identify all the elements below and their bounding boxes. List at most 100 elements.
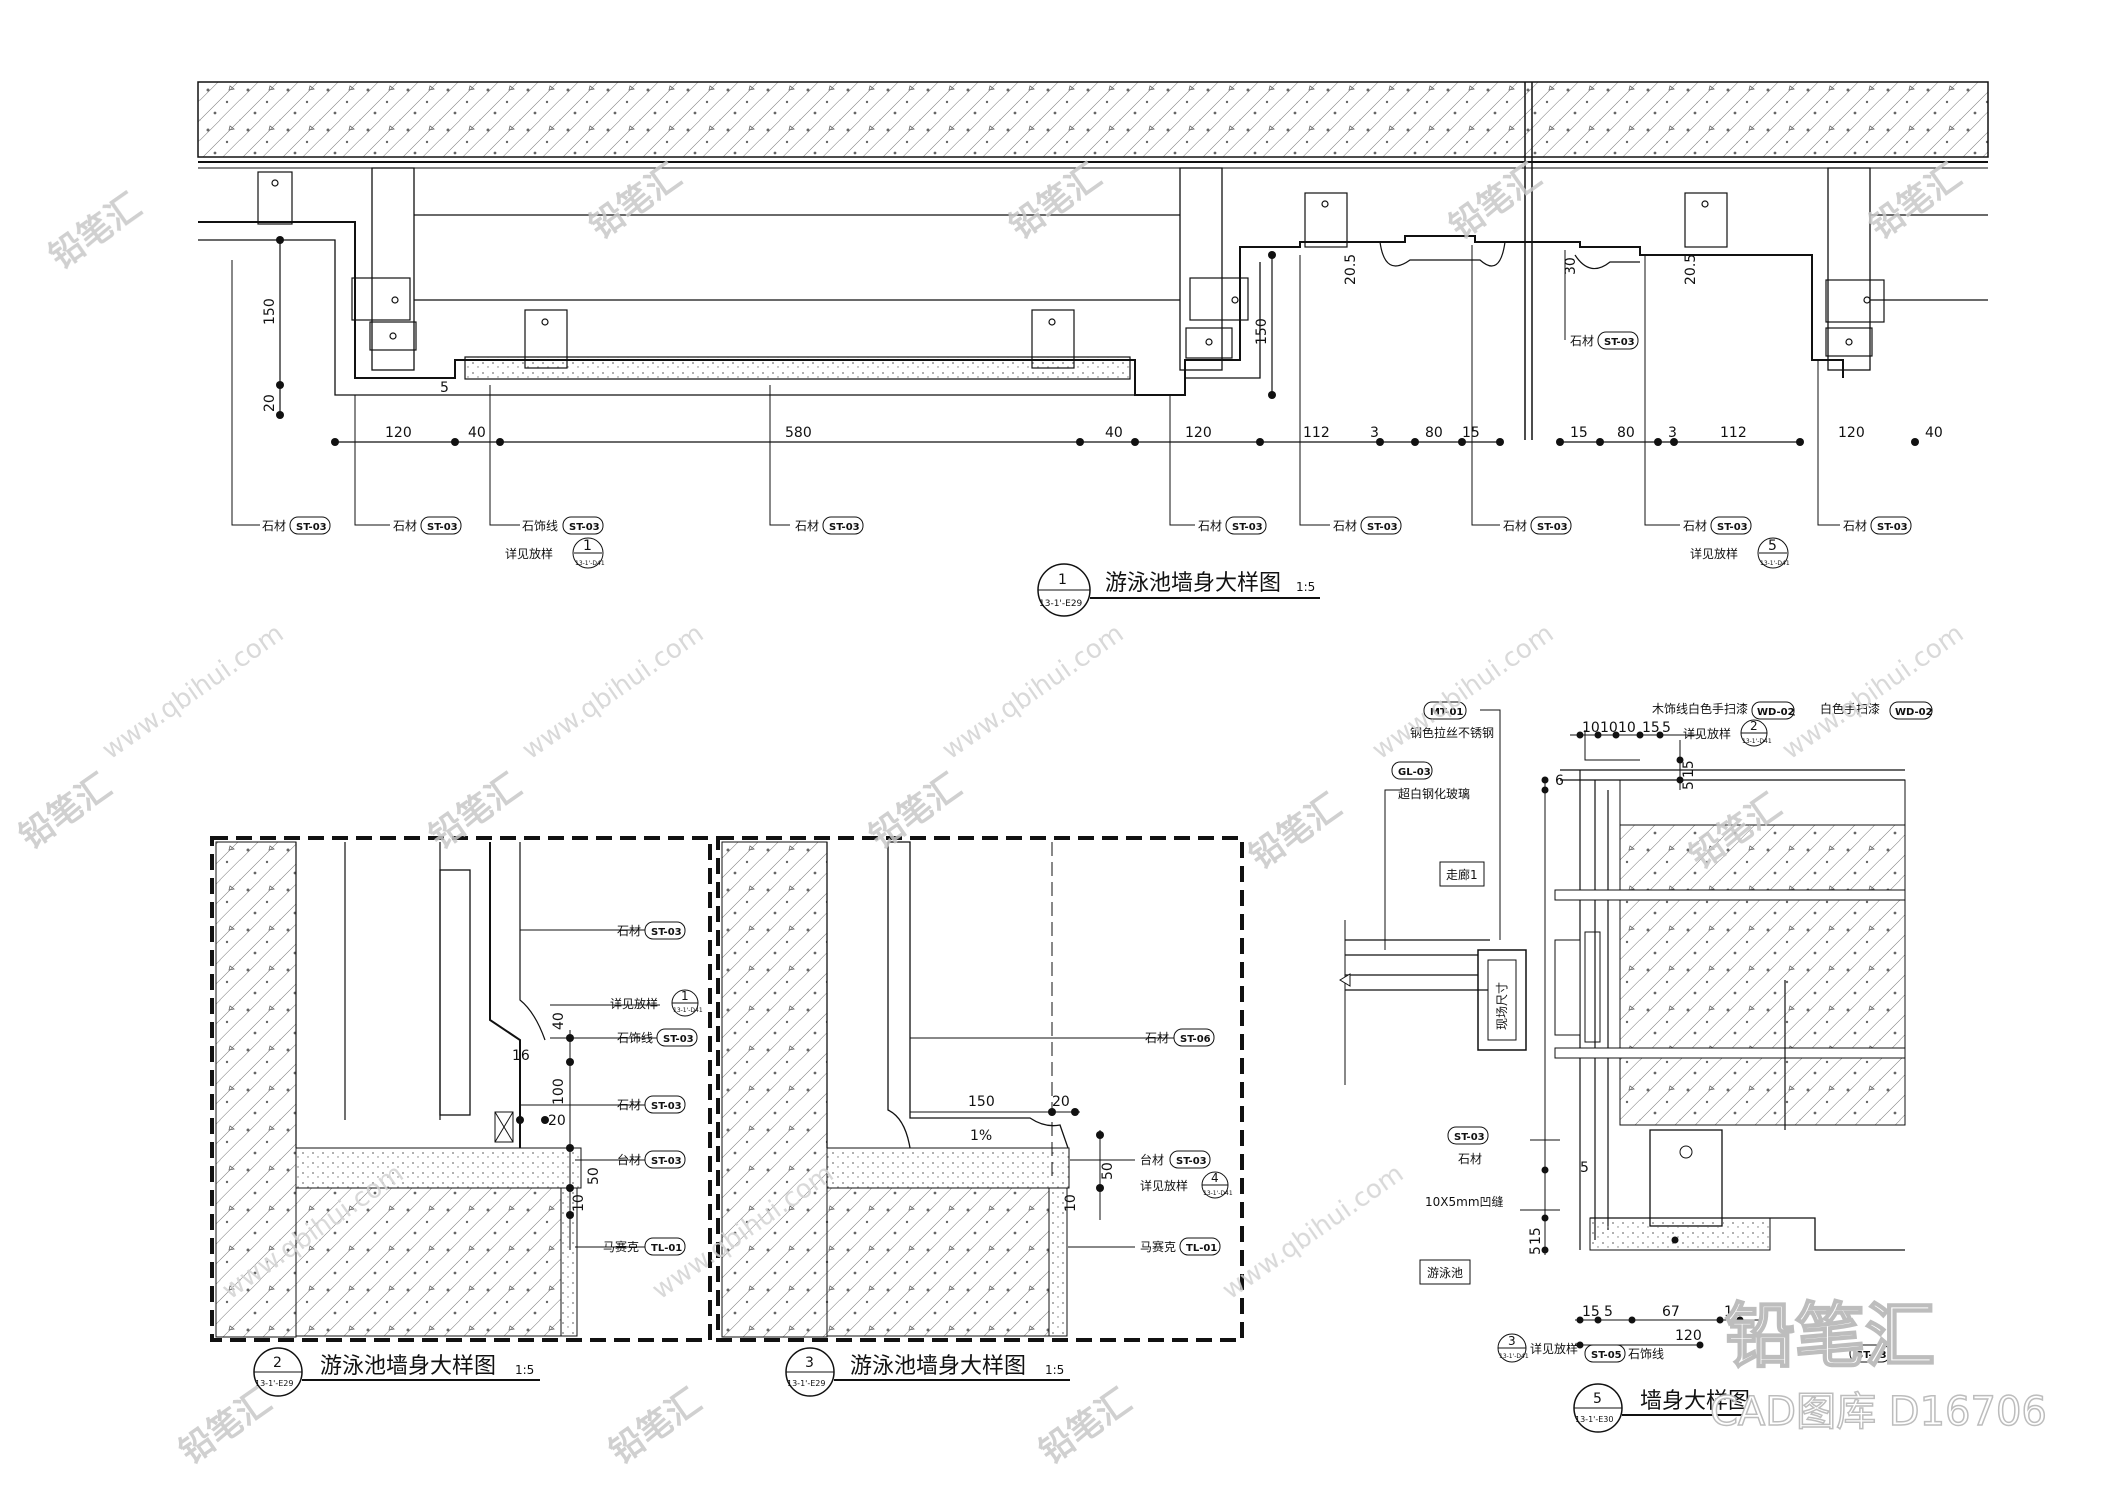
callout-2: 石材 ST-03 (393, 516, 462, 535)
svg-text:1: 1 (583, 538, 592, 554)
svg-text:详见放样: 详见放样 (610, 996, 658, 1011)
svg-text:13-1'-D41: 13-1'-D41 (673, 1007, 703, 1014)
svg-text:5: 5 (1768, 538, 1777, 554)
callouts-row: 石材 ST-03 石材 ST-03 石饰线 ST-03 石材 ST-03 石材 (262, 331, 1912, 535)
svg-text:3: 3 (1508, 1334, 1516, 1348)
dim-3a: 3 (1370, 425, 1379, 441)
svg-text:13-1'-E29: 13-1'-E29 (255, 1379, 293, 1388)
dim-112b: 112 (1720, 425, 1747, 441)
svg-text:ST-03: ST-03 (1232, 522, 1263, 533)
d3-dim-10: 10 (1063, 1194, 1079, 1212)
d5-dim-120: 120 (1675, 1328, 1702, 1344)
detail-3-title: 3 13-1'-E29 游泳池墙身大样图 1:5 (785, 1347, 1070, 1397)
svg-text:石饰线: 石饰线 (522, 519, 558, 533)
callout-5: 石材 ST-03 (1198, 516, 1267, 535)
svg-text:详见放样: 详见放样 (1690, 546, 1738, 561)
svg-text:ST-03: ST-03 (651, 1101, 682, 1112)
svg-text:石材: 石材 (1570, 334, 1594, 348)
svg-text:石材: 石材 (617, 924, 641, 938)
svg-text:铅笔汇: 铅笔汇 (1242, 786, 1348, 877)
d5-dim-12: 12 (1724, 1304, 1742, 1320)
svg-text:铅笔汇: 铅笔汇 (172, 1381, 278, 1472)
detail-5-title: 5 13-1'-E30 墙身大样图 (1573, 1383, 1760, 1433)
dim-40c: 40 (1925, 425, 1943, 441)
svg-text:走廊1: 走廊1 (1446, 867, 1478, 882)
svg-text:4: 4 (1211, 1171, 1219, 1185)
svg-text:www.qbihui.com: www.qbihui.com (1367, 618, 1559, 765)
d2-dim-10: 10 (571, 1194, 587, 1212)
svg-text:13-1'-E29: 13-1'-E29 (1039, 599, 1083, 609)
svg-text:ST-03: ST-03 (1717, 522, 1748, 533)
callout-1: 石材 ST-03 (262, 516, 331, 535)
svg-text:2: 2 (1750, 719, 1758, 733)
svg-text:13-1'-D41: 13-1'-D41 (1742, 738, 1772, 745)
dim-150: 150 (262, 298, 278, 325)
library-label: CAD图库 D16706 (1710, 1389, 2047, 1435)
svg-text:石材: 石材 (795, 519, 819, 533)
svg-text:超白钢化玻璃: 超白钢化玻璃 (1398, 786, 1470, 801)
d5-dim-5c: 5 (1528, 1246, 1544, 1255)
svg-text:ST-03: ST-03 (1604, 337, 1635, 348)
callout-4: 石材 ST-03 (795, 516, 864, 535)
d5-dim-6: 6 (1555, 773, 1564, 789)
callout-9: 石材 ST-03 (1843, 516, 1912, 535)
svg-text:铅笔汇: 铅笔汇 (602, 1381, 708, 1472)
svg-text:石材: 石材 (1458, 1152, 1482, 1166)
dim-120b: 120 (1185, 425, 1212, 441)
svg-text:ST-03: ST-03 (651, 1156, 682, 1167)
svg-text:1: 1 (681, 989, 689, 1003)
svg-text:游泳池墙身大样图: 游泳池墙身大样图 (1105, 571, 1281, 596)
d3-slope: 1% (970, 1128, 992, 1144)
svg-text:木饰线白色手扫漆: 木饰线白色手扫漆 (1652, 701, 1748, 716)
svg-text:WD-02: WD-02 (1757, 707, 1795, 718)
svg-text:石材: 石材 (262, 519, 286, 533)
detail-3: 150 20 1% 50 10 石材 ST-06 台材 ST-03 详见放样 4… (716, 836, 1244, 1397)
svg-text:MT-01: MT-01 (1430, 707, 1463, 718)
d2-dim-16: 16 (512, 1048, 530, 1064)
svg-text:石材: 石材 (1145, 1031, 1169, 1045)
dim-20: 20 (262, 394, 278, 412)
dim-112a: 112 (1303, 425, 1330, 441)
detail-1: 150 20 5 120 40 580 40 120 150 112 3 80 … (197, 81, 1989, 617)
dim-120c: 120 (1838, 425, 1865, 441)
d5-dim-5b: 5 (1580, 1160, 1589, 1176)
svg-text:墙身大样图: 墙身大样图 (1640, 1389, 1750, 1414)
svg-text:www.qbihui.com: www.qbihui.com (1217, 1158, 1409, 1305)
svg-text:石饰线: 石饰线 (617, 1031, 653, 1045)
svg-text:铅笔汇: 铅笔汇 (1032, 1381, 1138, 1472)
svg-text:ST-03: ST-03 (296, 522, 327, 533)
svg-text:WD-02: WD-02 (1895, 707, 1933, 718)
svg-text:13-1'-D41: 13-1'-D41 (1203, 1190, 1233, 1197)
svg-text:ST-03: ST-03 (829, 522, 860, 533)
svg-text:13-1'-E30: 13-1'-E30 (1575, 1415, 1613, 1424)
svg-text:ST-03: ST-03 (1877, 522, 1908, 533)
d5-dim-10c: 10 (1618, 720, 1636, 736)
svg-text:白色手扫漆: 白色手扫漆 (1820, 701, 1880, 716)
svg-text:www.qbihui.com: www.qbihui.com (97, 618, 289, 765)
callout-6: 石材 ST-03 (1333, 516, 1402, 535)
dim-20-5b: 20.5 (1683, 254, 1699, 285)
d5-dim-5d: 5 (1604, 1304, 1613, 1320)
d5-dim-5v: 5 (1681, 781, 1697, 790)
svg-text:www.qbihui.com: www.qbihui.com (517, 618, 709, 765)
svg-text:13-1'-D41: 13-1'-D41 (1499, 1353, 1529, 1360)
callout-3: 石饰线 ST-03 (522, 516, 604, 535)
d2-callouts: 石材 ST-03 详见放样 113-1'-D41 石饰线 ST-03 石材 ST… (603, 921, 703, 1256)
svg-text:TL-01: TL-01 (651, 1243, 682, 1254)
svg-text:铅笔汇: 铅笔汇 (422, 766, 528, 857)
svg-text:台材: 台材 (1140, 1152, 1164, 1167)
svg-text:5: 5 (1593, 1391, 1602, 1407)
svg-text:ST-03: ST-03 (427, 522, 458, 533)
d5-dim-15: 15 (1642, 720, 1660, 736)
svg-text:铅笔汇: 铅笔汇 (582, 156, 688, 247)
svg-text:详见放样: 详见放样 (505, 546, 553, 561)
svg-text:ST-03: ST-03 (1537, 522, 1568, 533)
dim-580: 580 (785, 425, 812, 441)
svg-text:ST-03: ST-03 (651, 927, 682, 938)
svg-text:铅笔汇: 铅笔汇 (1002, 156, 1108, 247)
svg-text:ST-06: ST-06 (1180, 1034, 1211, 1045)
detail-5: 10 10 10 15 5 15 5 6 5 15 5 15 5 67 12 1… (1339, 701, 1933, 1433)
svg-text:www.qbihui.com: www.qbihui.com (937, 618, 1129, 765)
